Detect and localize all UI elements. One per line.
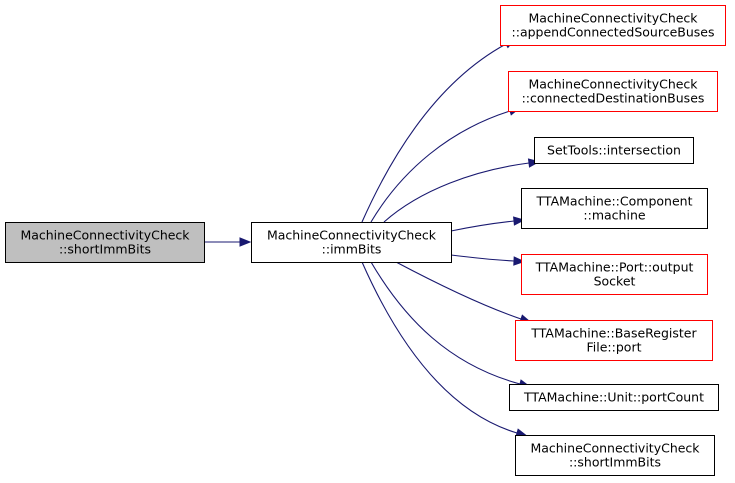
edge-arrowhead: [527, 158, 541, 168]
edge-line: [361, 261, 518, 434]
node-box: [500, 5, 726, 46]
node-n2[interactable]: MachineConnectivityCheck::connectedDesti…: [508, 71, 718, 112]
node-box: [515, 320, 713, 361]
node-n3[interactable]: SetTools::intersection: [534, 137, 694, 164]
node-label-line: ::shortImmBits: [59, 242, 151, 257]
node-label-line: ::appendConnectedSourceBuses: [512, 25, 715, 40]
edge-mid-to-n5: [450, 254, 526, 266]
edge-arrowhead: [513, 216, 526, 226]
node-box: [521, 188, 708, 229]
node-n1[interactable]: MachineConnectivityCheck::appendConnecte…: [500, 5, 726, 46]
node-label-line: ::connectedDestinationBuses: [522, 91, 705, 106]
edge-mid-to-n1: [361, 38, 516, 223]
node-box: [515, 435, 715, 476]
edge-line: [361, 43, 507, 223]
node-root: MachineConnectivityCheck::shortImmBits: [5, 222, 205, 263]
edge-line: [395, 261, 522, 320]
edge-mid-to-n2: [370, 106, 521, 223]
edge-arrowhead: [513, 256, 526, 266]
edge-root-to-mid: [204, 237, 252, 247]
node-label-line: TTAMachine::Port::output: [535, 260, 694, 275]
node-box: [5, 222, 205, 263]
edge-line: [370, 110, 511, 223]
node-n4[interactable]: TTAMachine::Component::machine: [521, 188, 708, 229]
node-label-line: MachineConnectivityCheck: [528, 11, 698, 26]
node-box: [534, 137, 694, 164]
edge-mid-to-n4: [450, 216, 526, 232]
node-label-line: TTAMachine::Component: [536, 194, 693, 209]
edge-mid-to-n3: [383, 158, 541, 223]
node-label-line: MachineConnectivityCheck: [20, 228, 190, 243]
edge-arrowhead: [239, 237, 252, 247]
node-label-line: MachineConnectivityCheck: [530, 441, 700, 456]
node-mid[interactable]: MachineConnectivityCheck::immBits: [251, 222, 452, 263]
node-box: [251, 222, 452, 263]
node-label-line: SetTools::intersection: [547, 143, 681, 158]
node-label-line: ::shortImmBits: [569, 455, 661, 470]
node-label-line: MachineConnectivityCheck: [528, 77, 698, 92]
node-label-line: ::machine: [583, 208, 645, 223]
nodes-layer: MachineConnectivityCheck::shortImmBitsMa…: [5, 5, 726, 476]
node-box: [509, 384, 719, 411]
edge-line: [450, 254, 515, 262]
edge-line: [450, 220, 515, 232]
node-box: [521, 254, 708, 295]
node-label-line: ::immBits: [322, 242, 382, 257]
edge-line: [370, 261, 521, 385]
node-label-line: MachineConnectivityCheck: [267, 228, 437, 243]
node-n8[interactable]: MachineConnectivityCheck::shortImmBits: [515, 435, 715, 476]
node-label-line: File::port: [587, 340, 642, 355]
edge-mid-to-n8: [361, 261, 528, 438]
node-box: [508, 71, 718, 112]
node-label-line: TTAMachine::BaseRegister: [530, 326, 697, 341]
edge-line: [383, 162, 530, 223]
node-label-line: Socket: [594, 274, 636, 289]
node-n7[interactable]: TTAMachine::Unit::portCount: [509, 384, 719, 411]
node-label-line: TTAMachine::Unit::portCount: [523, 390, 704, 405]
edge-mid-to-n6: [395, 261, 532, 324]
